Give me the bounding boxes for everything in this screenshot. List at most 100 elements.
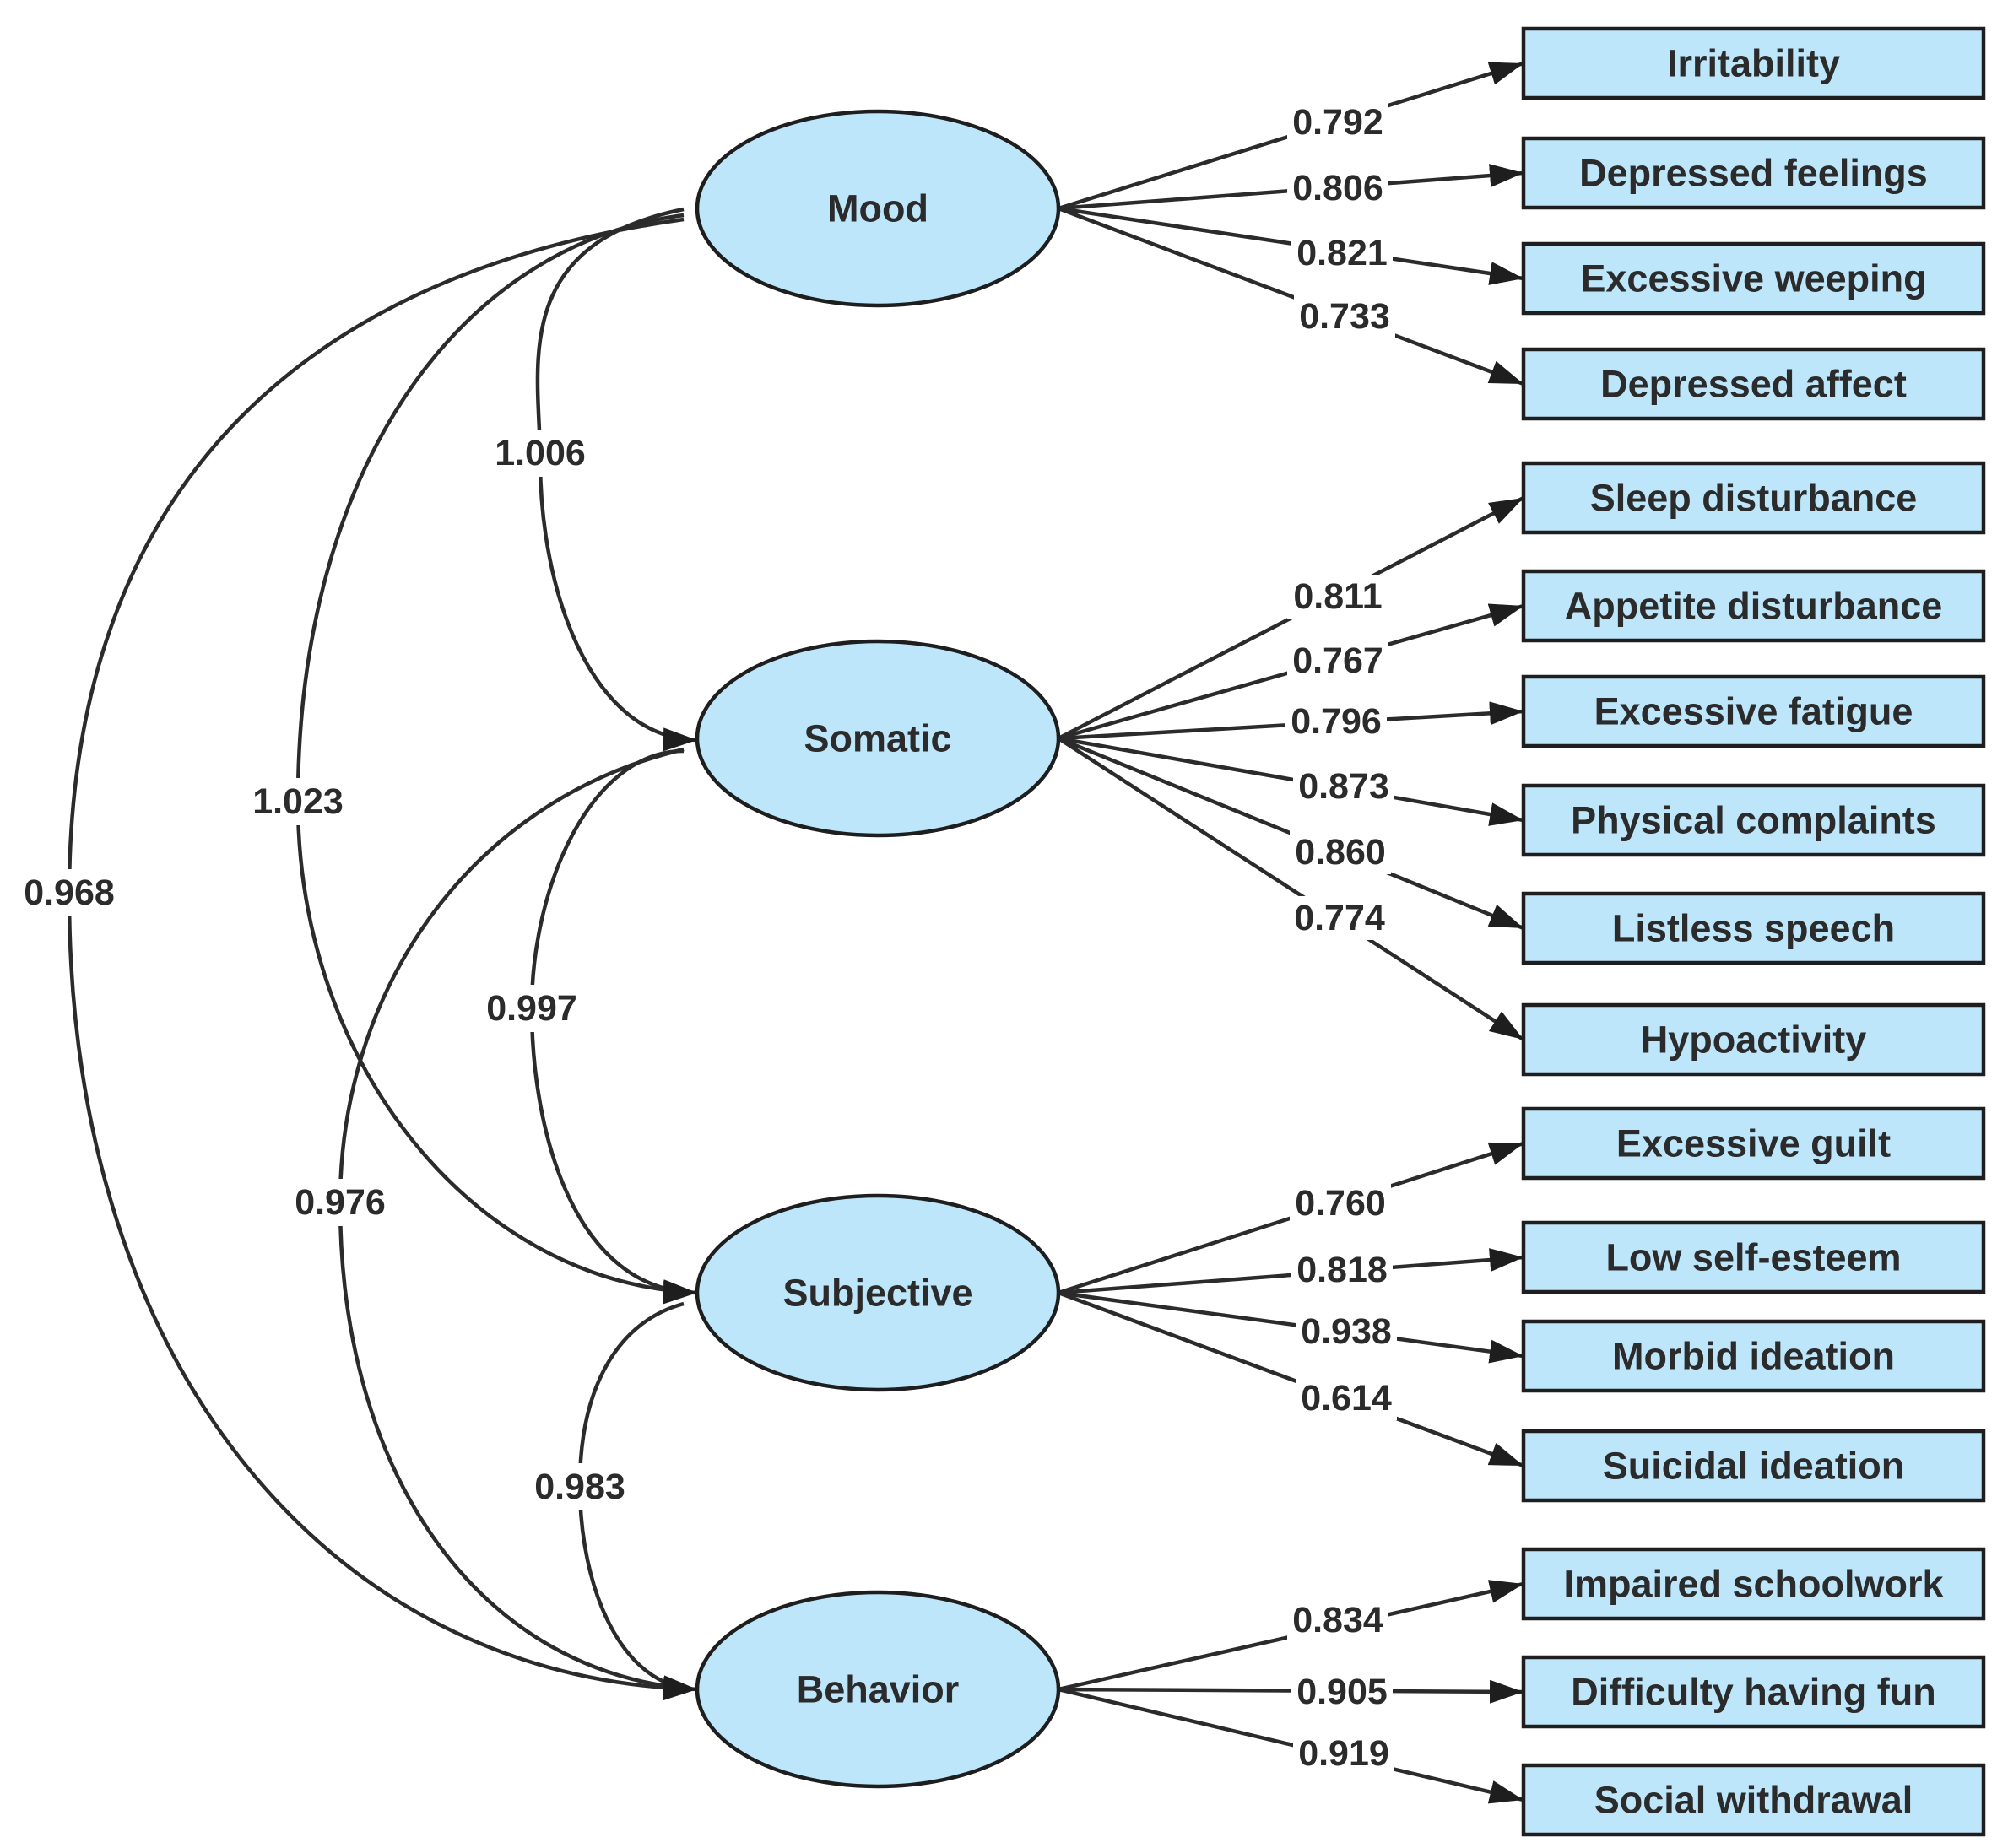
- loading-value-morbid-ideation: 0.938: [1301, 1311, 1392, 1352]
- loading-arrow-physical-complaints: [1058, 736, 1524, 826]
- loading-label-bg: [1293, 1732, 1394, 1775]
- factor-subjective[interactable]: Subjective: [695, 1193, 1061, 1392]
- loading-label-bg: [1291, 231, 1393, 275]
- loading-value-impaired-schoolwork: 0.834: [1292, 1600, 1383, 1640]
- correlation-label-bg: [288, 1179, 392, 1226]
- correlation-value-mood-behavior: 0.968: [24, 873, 115, 913]
- indicator-impaired-schoolwork[interactable]: Impaired schoolwork: [1521, 1547, 1986, 1621]
- loading-label-bg: [1293, 765, 1394, 808]
- loading-label-bg: [1290, 830, 1391, 874]
- loading-value-appetite-disturbance: 0.767: [1292, 640, 1383, 681]
- loading-value-sleep-disturbance: 0.811: [1293, 576, 1382, 617]
- indicator-sleep-disturbance[interactable]: Sleep disturbance: [1521, 461, 1986, 535]
- correlation-value-subjective-behavior: 0.983: [534, 1467, 625, 1507]
- indicator-label: Difficulty having fun: [1571, 1671, 1936, 1714]
- correlation-label-bg: [528, 1463, 632, 1510]
- loading-value-difficulty-having-fun: 0.905: [1296, 1672, 1388, 1712]
- factor-label: Subjective: [782, 1272, 972, 1315]
- loading-arrow-social-withdrawal: [1058, 1687, 1524, 1804]
- loading-label-bg: [1287, 639, 1388, 683]
- loading-value-excessive-guilt: 0.760: [1295, 1183, 1386, 1224]
- correlation-value-somatic-subjective: 0.997: [486, 988, 577, 1029]
- indicator-label: Depressed feelings: [1579, 152, 1928, 195]
- loading-value-depressed-affect: 0.733: [1299, 296, 1390, 337]
- indicator-label: Hypoactivity: [1641, 1019, 1867, 1062]
- loading-arrow-low-self-esteem: [1058, 1248, 1524, 1295]
- correlation-label-bg: [488, 430, 593, 477]
- indicator-label: Excessive guilt: [1616, 1122, 1891, 1165]
- loading-arrow-suicidal-ideation: [1058, 1290, 1524, 1468]
- indicator-suicidal-ideation[interactable]: Suicidal ideation: [1521, 1429, 1986, 1503]
- factor-label: Behavior: [797, 1668, 960, 1711]
- loading-value-hypoactivity: 0.774: [1294, 898, 1385, 938]
- edges-layer: 1.006 0.997 0.983 1.023 0.976 0.968 0.792 0.806…: [17, 61, 1525, 1804]
- loading-label-bg: [1291, 1670, 1393, 1714]
- indicator-label: Morbid ideation: [1612, 1335, 1895, 1378]
- loading-value-suicidal-ideation: 0.614: [1301, 1378, 1392, 1418]
- loading-value-social-withdrawal: 0.919: [1298, 1733, 1389, 1774]
- correlation-value-mood-somatic: 1.006: [495, 433, 586, 473]
- correlation-value-mood-subjective: 1.023: [252, 781, 344, 822]
- indicator-label: Excessive fatigue: [1594, 690, 1913, 733]
- indicator-irritability[interactable]: Irritability: [1521, 26, 1986, 100]
- loading-value-excessive-weeping: 0.821: [1296, 233, 1388, 273]
- factor-label: Mood: [827, 187, 928, 230]
- loading-value-depressed-feelings: 0.806: [1292, 168, 1383, 208]
- indicator-social-withdrawal[interactable]: Social withdrawal: [1521, 1763, 1986, 1837]
- indicator-label: Physical complaints: [1571, 799, 1936, 842]
- loading-value-physical-complaints: 0.873: [1298, 766, 1389, 807]
- loading-label-bg: [1296, 1310, 1397, 1354]
- indicator-excessive-weeping[interactable]: Excessive weeping: [1521, 241, 1986, 316]
- indicator-excessive-fatigue[interactable]: Excessive fatigue: [1521, 674, 1986, 748]
- loading-arrow-excessive-weeping: [1058, 206, 1524, 285]
- loading-value-irritability: 0.792: [1292, 102, 1383, 143]
- indicator-label: Excessive weeping: [1580, 257, 1926, 300]
- loading-label-bg: [1290, 1181, 1391, 1225]
- loading-label-bg: [1287, 575, 1388, 619]
- correlation-label-bg: [17, 869, 122, 916]
- correlation-arrow-mood-subjective: [295, 213, 698, 1304]
- loading-label-bg: [1291, 1248, 1393, 1292]
- loading-arrow-hypoactivity: [1057, 737, 1525, 1041]
- correlation-value-somatic-behavior: 0.976: [295, 1182, 386, 1223]
- loading-arrow-difficulty-having-fun: [1058, 1679, 1524, 1704]
- factor-mood[interactable]: Mood: [695, 109, 1061, 308]
- factor-label: Somatic: [804, 717, 951, 760]
- loading-value-excessive-fatigue: 0.796: [1291, 701, 1382, 742]
- loading-label-bg: [1289, 896, 1390, 940]
- indicator-label: Low self-esteem: [1605, 1236, 1901, 1279]
- correlation-label-bg: [246, 778, 350, 825]
- loading-label-bg: [1285, 700, 1387, 743]
- indicator-appetite-disturbance[interactable]: Appetite disturbance: [1521, 569, 1986, 643]
- indicator-label: Depressed affect: [1600, 363, 1907, 406]
- factors-layer: Mood Somatic Subjective Behavior: [695, 109, 1061, 1789]
- indicator-label: Impaired schoolwork: [1563, 1563, 1944, 1606]
- indicator-label: Suicidal ideation: [1603, 1445, 1905, 1488]
- indicator-hypoactivity[interactable]: Hypoactivity: [1521, 1002, 1986, 1077]
- indicator-label: Irritability: [1667, 42, 1840, 85]
- loading-value-low-self-esteem: 0.818: [1296, 1250, 1388, 1290]
- loading-label-bg: [1287, 166, 1388, 210]
- indicator-physical-complaints[interactable]: Physical complaints: [1521, 783, 1986, 857]
- correlation-label-bg: [479, 985, 584, 1032]
- indicator-difficulty-having-fun[interactable]: Difficulty having fun: [1521, 1655, 1986, 1729]
- loading-label-bg: [1287, 100, 1388, 144]
- loading-label-bg: [1294, 294, 1395, 338]
- indicator-low-self-esteem[interactable]: Low self-esteem: [1521, 1220, 1986, 1294]
- factor-somatic[interactable]: Somatic: [695, 639, 1061, 838]
- indicator-label: Appetite disturbance: [1565, 585, 1943, 628]
- loading-value-listless-speech: 0.860: [1295, 832, 1386, 873]
- indicator-label: Sleep disturbance: [1590, 477, 1918, 520]
- indicator-morbid-ideation[interactable]: Morbid ideation: [1521, 1319, 1986, 1393]
- loading-arrow-morbid-ideation: [1058, 1290, 1524, 1364]
- factor-behavior[interactable]: Behavior: [695, 1590, 1061, 1789]
- indicator-listless-speech[interactable]: Listless speech: [1521, 891, 1986, 965]
- indicator-depressed-affect[interactable]: Depressed affect: [1521, 347, 1986, 421]
- indicator-label: Social withdrawal: [1594, 1779, 1913, 1822]
- loading-arrow-depressed-affect: [1058, 206, 1524, 386]
- indicator-excessive-guilt[interactable]: Excessive guilt: [1521, 1106, 1986, 1181]
- indicator-depressed-feelings[interactable]: Depressed feelings: [1521, 136, 1986, 210]
- loading-label-bg: [1287, 1598, 1388, 1642]
